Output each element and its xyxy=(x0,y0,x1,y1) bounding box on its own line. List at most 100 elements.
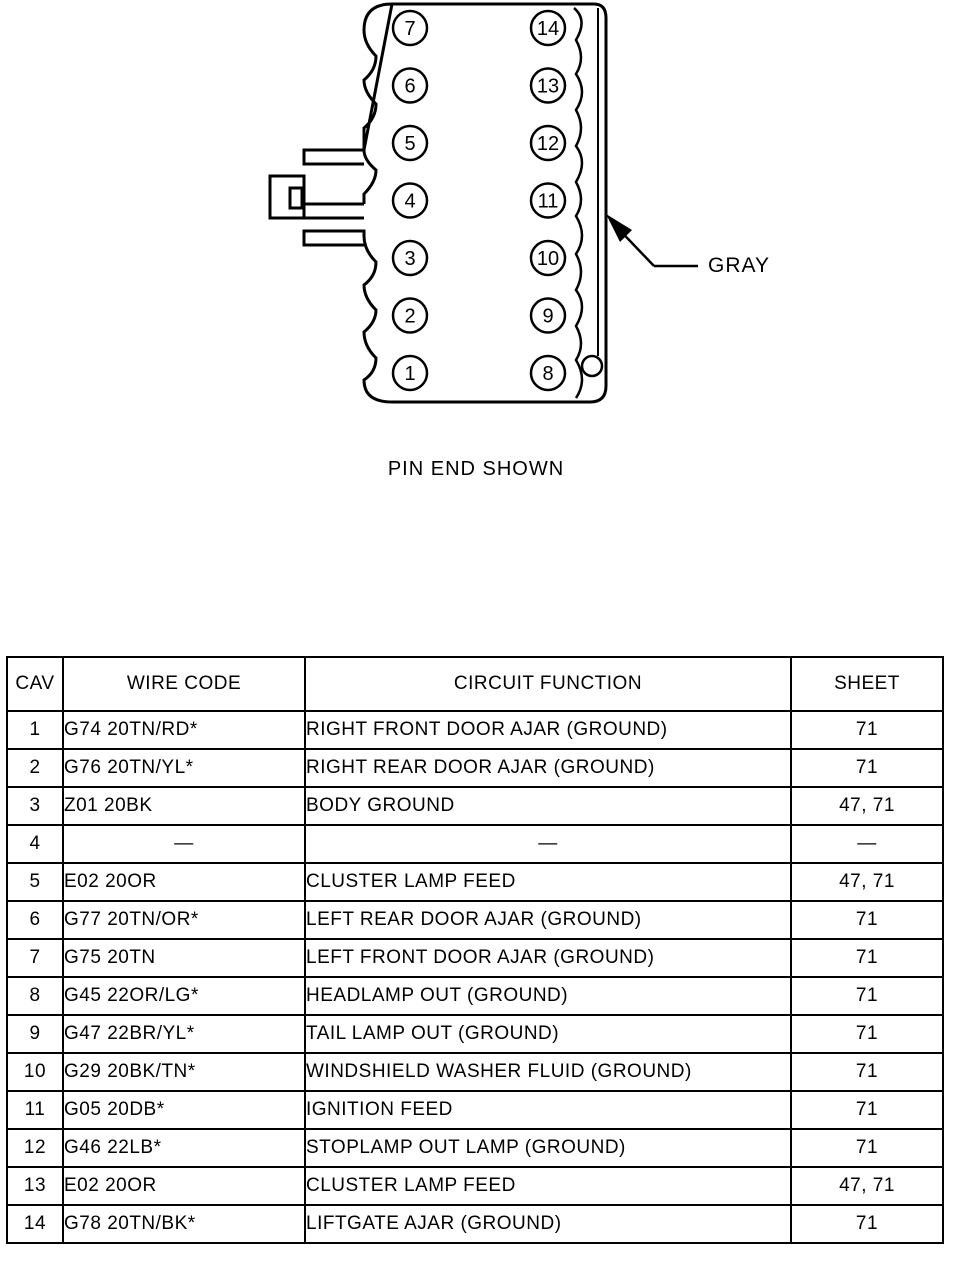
circuit-function-cell: LEFT REAR DOOR AJAR (GROUND) xyxy=(304,900,792,940)
right-pin-number-8: 8 xyxy=(542,363,553,385)
cav-cell: 4 xyxy=(6,824,64,864)
left-pin-circle-3 xyxy=(391,239,429,277)
sheet-cell: 71 xyxy=(790,900,944,940)
wire-code-cell: G75 20TN xyxy=(62,938,306,978)
right-pin-number-12: 12 xyxy=(537,133,559,155)
wire-code-cell: G74 20TN/RD* xyxy=(62,710,306,750)
right-pin-circle-13 xyxy=(529,67,567,104)
sheet-cell: 71 xyxy=(790,1090,944,1130)
cav-cell: 9 xyxy=(6,1014,64,1054)
wire-code-cell: — xyxy=(62,824,306,864)
table-header-row: CAV WIRE CODE CIRCUIT FUNCTION SHEET xyxy=(6,656,944,712)
diagram-caption: PIN END SHOWN xyxy=(387,458,565,480)
header-sheet: SHEET xyxy=(790,656,944,712)
left-pin-number-7: 7 xyxy=(404,18,415,40)
color-label: GRAY xyxy=(708,254,770,277)
left-pin-circle-1 xyxy=(391,354,429,392)
cav-cell: 13 xyxy=(6,1166,64,1206)
sheet-cell: 71 xyxy=(790,748,944,788)
right-pin-circle-12 xyxy=(529,124,567,162)
sheet-cell: 71 xyxy=(790,976,944,1016)
circuit-function-cell: WINDSHIELD WASHER FLUID (GROUND) xyxy=(304,1052,792,1092)
pin-1-indicator xyxy=(580,354,604,378)
sheet-cell: — xyxy=(790,824,944,864)
header-wire-code: WIRE CODE xyxy=(62,656,306,712)
circuit-function-cell: LIFTGATE AJAR (GROUND) xyxy=(304,1204,792,1244)
circuit-function-cell: HEADLAMP OUT (GROUND) xyxy=(304,976,792,1016)
cav-cell: 7 xyxy=(6,938,64,978)
wire-code-cell: E02 20OR xyxy=(62,862,306,902)
sheet-cell: 47, 71 xyxy=(790,786,944,826)
right-pin-circle-10 xyxy=(529,239,567,277)
wire-code-cell: G05 20DB* xyxy=(62,1090,306,1130)
left-pin-number-6: 6 xyxy=(404,76,415,98)
circuit-function-cell: CLUSTER LAMP FEED xyxy=(304,862,792,902)
right-pin-circle-9 xyxy=(529,297,567,334)
right-pin-number-9: 9 xyxy=(542,306,553,328)
cav-cell: 5 xyxy=(6,862,64,902)
left-pin-number-4: 4 xyxy=(404,191,415,213)
left-pin-number-1: 1 xyxy=(404,363,415,385)
sheet-cell: 47, 71 xyxy=(790,1166,944,1206)
cav-cell: 8 xyxy=(6,976,64,1016)
circuit-function-cell: RIGHT FRONT DOOR AJAR (GROUND) xyxy=(304,710,792,750)
latch-inner xyxy=(288,186,304,210)
header-circuit-function: CIRCUIT FUNCTION xyxy=(304,656,792,712)
circuit-function-cell: IGNITION FEED xyxy=(304,1090,792,1130)
wire-code-cell: G76 20TN/YL* xyxy=(62,748,306,788)
right-pin-number-11: 11 xyxy=(538,191,559,213)
right-pin-number-13: 13 xyxy=(537,76,559,98)
wire-code-cell: G77 20TN/OR* xyxy=(62,900,306,940)
sheet-cell: 71 xyxy=(790,1128,944,1168)
circuit-function-cell: CLUSTER LAMP FEED xyxy=(304,1166,792,1206)
right-pin-circle-8 xyxy=(529,354,567,392)
left-pin-circle-6 xyxy=(391,67,429,104)
sheet-cell: 71 xyxy=(790,710,944,750)
cav-cell: 1 xyxy=(6,710,64,750)
wire-code-cell: G47 22BR/YL* xyxy=(62,1014,306,1054)
left-pin-circle-4 xyxy=(391,182,429,219)
wire-code-cell: E02 20OR xyxy=(62,1166,306,1206)
sheet-cell: 71 xyxy=(790,1014,944,1054)
left-pin-number-5: 5 xyxy=(404,133,415,155)
cav-cell: 6 xyxy=(6,900,64,940)
left-pin-circle-2 xyxy=(391,297,429,334)
wire-code-cell: G29 20BK/TN* xyxy=(62,1052,306,1092)
connector-body xyxy=(302,2,608,404)
latch-outer xyxy=(268,174,306,220)
left-pin-number-2: 2 xyxy=(404,306,415,328)
circuit-function-cell: STOPLAMP OUT LAMP (GROUND) xyxy=(304,1128,792,1168)
cav-cell: 3 xyxy=(6,786,64,826)
cav-cell: 2 xyxy=(6,748,64,788)
right-pin-number-14: 14 xyxy=(537,18,559,40)
wire-code-cell: Z01 20BK xyxy=(62,786,306,826)
right-pin-circle-14 xyxy=(529,9,567,47)
wire-code-cell: G45 22OR/LG* xyxy=(62,976,306,1016)
sheet-cell: 71 xyxy=(790,938,944,978)
right-pin-circle-11 xyxy=(529,182,567,219)
table-row: 4——— xyxy=(6,824,944,864)
cav-cell: 12 xyxy=(6,1128,64,1168)
cav-cell: 10 xyxy=(6,1052,64,1092)
left-pin-circle-5 xyxy=(391,124,429,162)
circuit-function-cell: LEFT FRONT DOOR AJAR (GROUND) xyxy=(304,938,792,978)
sheet-cell: 47, 71 xyxy=(790,862,944,902)
left-pin-circle-7 xyxy=(391,9,429,47)
sheet-cell: 71 xyxy=(790,1052,944,1092)
